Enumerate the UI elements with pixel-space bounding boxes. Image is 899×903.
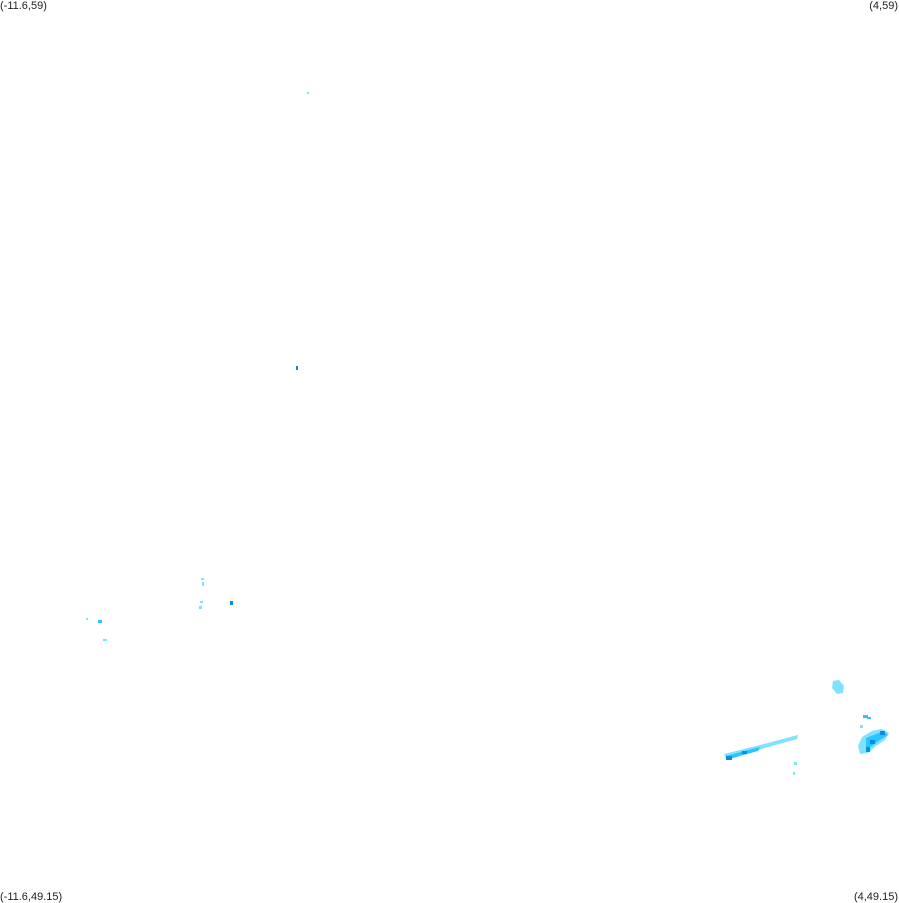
echo-cell xyxy=(794,762,797,765)
echo-speck-north xyxy=(307,92,309,94)
echo-cell xyxy=(202,582,204,586)
echo-blob xyxy=(832,680,844,694)
echo-cell xyxy=(870,740,875,744)
echo-cell xyxy=(742,751,747,754)
echo-band-southeast xyxy=(724,735,798,775)
corner-label-top-left: (-11.6,59) xyxy=(0,0,47,12)
echo-cell xyxy=(867,717,871,719)
echo-cell xyxy=(880,731,885,735)
echo-cell xyxy=(793,772,795,775)
echo-cluster-east xyxy=(832,680,889,754)
corner-label-bottom-left: (-11.6,49.15) xyxy=(0,891,63,903)
echo-cell xyxy=(98,620,102,623)
echo-cell xyxy=(199,606,202,609)
echo-cell xyxy=(200,601,203,603)
echo-dot-center xyxy=(296,366,298,370)
echo-cell xyxy=(201,578,204,580)
corner-label-top-right: (4,59) xyxy=(869,0,898,12)
echo-cell xyxy=(103,639,107,641)
echo-cluster-west xyxy=(86,578,233,641)
echo-cell xyxy=(230,601,233,605)
corner-label-bottom-right: (4,49.15) xyxy=(853,891,898,903)
echo-cell xyxy=(726,756,732,760)
echo-blob xyxy=(866,731,888,749)
echo-cell xyxy=(863,715,868,718)
echo-cell xyxy=(866,747,870,752)
echo-cell xyxy=(86,618,88,620)
echo-cell xyxy=(860,725,863,728)
